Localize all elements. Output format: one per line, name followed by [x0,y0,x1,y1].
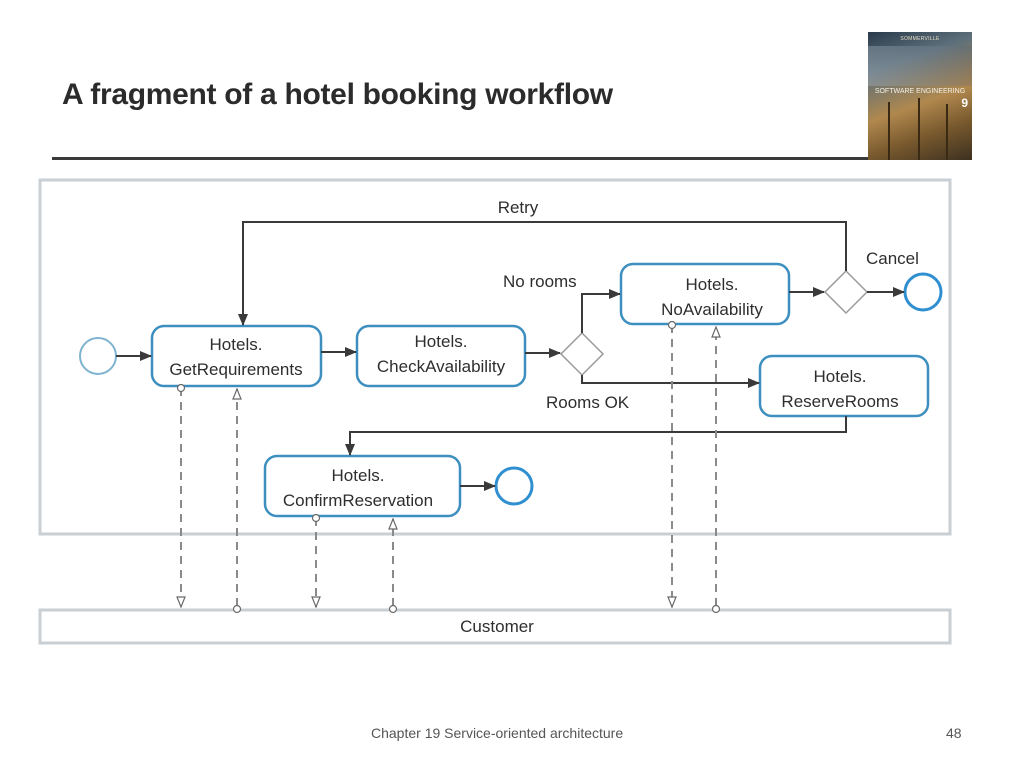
flow-reserve-to-confirm [345,416,847,456]
message-flow-source [176,383,186,393]
task-confirm-reservation-label: ConfirmReservation [283,491,433,510]
customer-pool-label: Customer [460,617,534,636]
flow-retry [238,221,847,326]
page-number: 48 [946,725,962,741]
cover-band [868,46,972,86]
task-check-availability [355,324,527,388]
start-event [79,337,117,375]
cover-structure [946,104,948,160]
cover-structure [888,102,890,160]
task-no-availability-label: NoAvailability [661,300,763,319]
flow-rooms-ok [581,375,760,388]
flow-no-rooms [581,289,621,333]
title-divider [52,157,869,160]
footer-chapter: Chapter 19 Service-oriented architecture [371,725,624,741]
task-confirm-reservation-label: Hotels. [332,466,385,485]
customer-pool [38,608,952,645]
cancel-gateway [823,269,869,315]
task-check-availability-label: CheckAvailability [377,357,506,376]
task-no-availability-label: Hotels. [686,275,739,294]
message-flow-source [311,513,321,523]
task-get-requirements-label: Hotels. [210,335,263,354]
rooms-ok-label: Rooms OK [546,393,630,412]
no-rooms-label: No rooms [503,272,577,291]
task-reserve-rooms [758,354,930,418]
task-reserve-rooms-label: ReserveRooms [781,392,898,411]
task-check-availability-label: Hotels. [415,332,468,351]
message-flow-source [388,604,398,614]
retry-label: Retry [498,198,539,217]
message-flow-source [711,604,721,614]
cancel-end-event [903,272,943,312]
message-flow-source [232,604,242,614]
task-get-requirements-label: GetRequirements [169,360,302,379]
message-flow-source [667,320,677,330]
task-reserve-rooms-label: Hotels. [814,367,867,386]
book-cover-image: SOMMERVILLE SOFTWARE ENGINEERING 9 [868,32,972,160]
cover-edition: 9 [961,96,968,110]
cover-structure [918,98,920,160]
page-title: A fragment of a hotel booking workflow [62,78,613,111]
task-get-requirements [150,324,323,388]
confirm-end-event [494,466,534,506]
cover-title: SOFTWARE ENGINEERING [874,88,966,95]
cancel-label: Cancel [866,249,919,268]
cover-brand: SOMMERVILLE [900,36,940,42]
task-no-availability [619,262,791,326]
